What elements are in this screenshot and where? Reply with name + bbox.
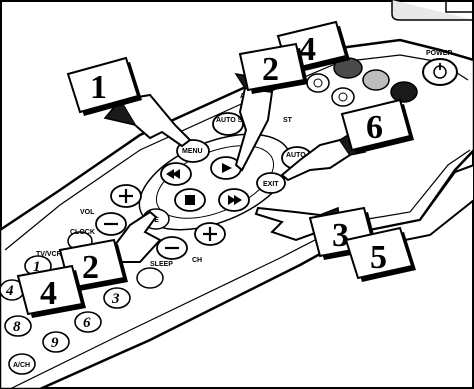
sleep-label: SLEEP [150,261,173,268]
step-4-bottom-label: 4 [40,275,57,312]
exit-button[interactable]: EXIT [257,173,285,193]
key-9-label: 9 [51,335,59,351]
fast-forward-button[interactable] [219,189,249,211]
step-5-label: 5 [370,239,387,276]
ch-label: CH [192,257,202,264]
key-3[interactable]: 3 [104,288,130,308]
small-button-right[interactable] [332,88,354,106]
key-4-label: 4 [5,283,14,299]
small-button-left[interactable] [307,74,329,92]
color-button-black[interactable] [391,82,417,102]
stop-button[interactable] [175,189,205,211]
step-2-top-label: 2 [262,51,279,88]
step-6-label: 6 [366,109,383,146]
vol-label: VOL [80,209,95,216]
clock-label: CLOCK [70,229,95,236]
step-3-label: 3 [332,217,349,254]
exit-label: EXIT [263,181,279,188]
channel-down-button[interactable] [157,237,187,259]
step-1-label: 1 [90,69,107,106]
key-9[interactable]: 9 [43,332,69,352]
step-2-bottom-label: 2 [82,249,99,286]
volume-down-button[interactable] [96,213,126,235]
key-8-label: 8 [13,319,21,335]
st-fragment-label: ST [283,117,293,124]
power-label: POWER [426,50,452,57]
power-button[interactable]: POWER [423,50,457,85]
key-6[interactable]: 6 [75,312,101,332]
ach-label: A/CH [13,362,30,369]
ach-button[interactable]: A/CH [9,354,35,374]
rewind-button[interactable] [161,163,191,185]
key-8[interactable]: 8 [5,316,31,336]
color-button-light[interactable] [363,70,389,90]
volume-up-button[interactable] [111,185,141,207]
key-3-label: 3 [111,291,120,307]
key-6-label: 6 [83,315,91,331]
menu-label: MENU [182,148,203,155]
channel-up-button[interactable] [195,223,225,245]
